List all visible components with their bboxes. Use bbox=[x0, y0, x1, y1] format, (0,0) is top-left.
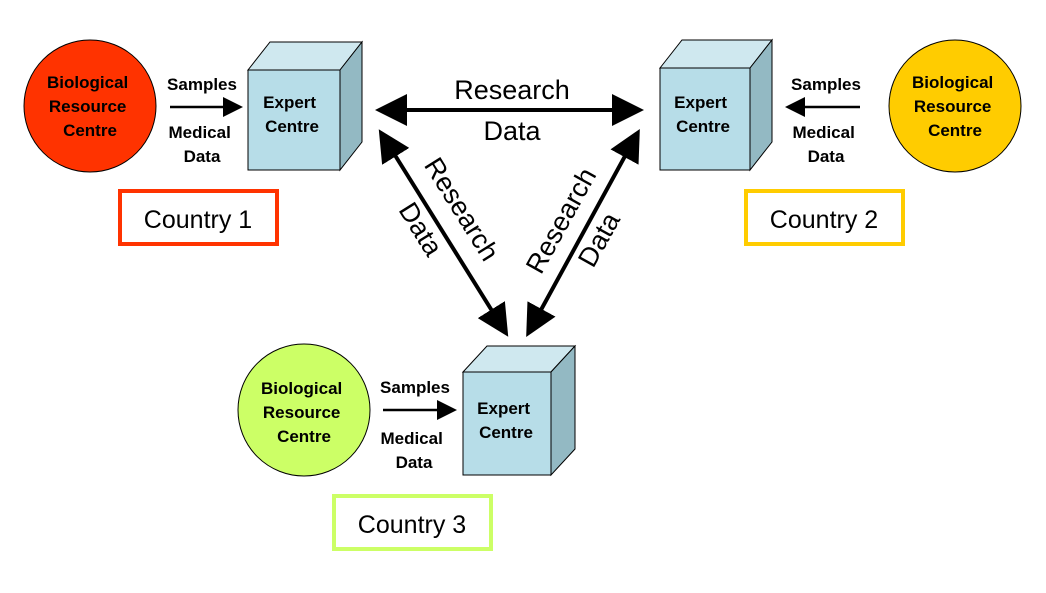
biological-resource-centre-3 bbox=[237, 343, 371, 477]
bio3-label: Biological Resource Centre bbox=[261, 379, 347, 446]
country-1-label: Country 1 bbox=[144, 206, 252, 234]
country-1-group: Biological Resource Centre Samples Medic… bbox=[23, 39, 364, 246]
country-2-group: Biological Resource Centre Samples Medic… bbox=[658, 38, 1022, 246]
country-2-box bbox=[744, 189, 905, 246]
medical-data-label-3: Medical Data bbox=[380, 429, 447, 472]
expert-centre-label-3: Expert Centre bbox=[477, 399, 535, 442]
expert-centre-label-2: Expert Centre bbox=[674, 93, 732, 136]
research-link-1-2: Research Data bbox=[375, 75, 644, 146]
expert-centre-cube-2 bbox=[658, 38, 774, 172]
biological-resource-centre-2 bbox=[888, 39, 1022, 173]
expert-centre-label-1: Expert Centre bbox=[263, 93, 321, 136]
medical-data-label-1: Medical Data bbox=[168, 123, 235, 166]
medical-data-label-2: Medical Data bbox=[792, 123, 859, 166]
expert-centre-cube-1 bbox=[246, 40, 364, 172]
bio2-label: Biological Resource Centre bbox=[912, 73, 998, 140]
research-link-1-3: Research Data bbox=[378, 129, 509, 337]
country-3-box bbox=[332, 494, 493, 551]
research-link-2-3: Research Data bbox=[520, 128, 640, 338]
country-3-label: Country 3 bbox=[358, 511, 466, 539]
samples-label-2: Samples bbox=[791, 75, 861, 94]
research-label-1-2: Research bbox=[454, 75, 570, 105]
expert-centre-cube-3 bbox=[461, 344, 577, 477]
samples-label-3: Samples bbox=[380, 378, 450, 397]
samples-label-1: Samples bbox=[167, 75, 237, 94]
country-3-group: Biological Resource Centre Samples Medic… bbox=[237, 343, 577, 551]
biological-resource-centre-1 bbox=[23, 39, 157, 173]
country-1-box bbox=[118, 189, 279, 246]
country-2-label: Country 2 bbox=[770, 206, 878, 234]
bio1-label: Biological Resource Centre bbox=[47, 73, 133, 140]
research-arrow-2-3 bbox=[526, 128, 640, 338]
research-arrow-1-3 bbox=[378, 129, 509, 337]
data-label-1-2: Data bbox=[483, 116, 541, 146]
